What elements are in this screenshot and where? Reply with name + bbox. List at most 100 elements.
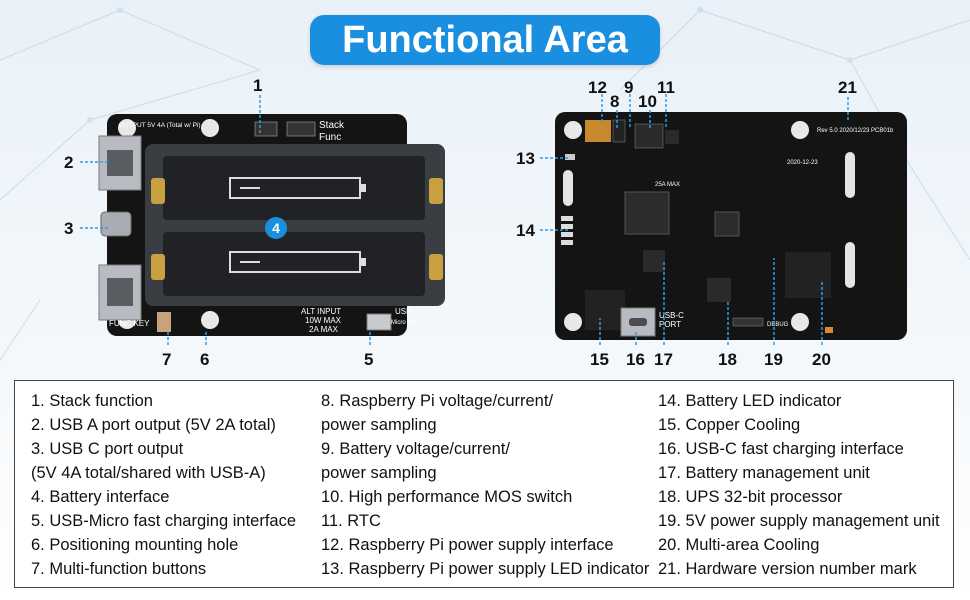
pi-power-interface bbox=[585, 120, 611, 142]
ups-processor bbox=[707, 278, 731, 302]
copper-cooling-area bbox=[585, 290, 625, 330]
callout-21: 21 bbox=[838, 78, 857, 97]
background-network-pattern bbox=[0, 7, 970, 361]
silk-output-label: OUTPUT 5V 4A (Total w/ Pi) bbox=[119, 122, 201, 129]
legend-item: 1. Stack function bbox=[31, 392, 153, 410]
mounting-hole bbox=[118, 119, 136, 137]
left-board-image: 4 OUTPUT 5V 4A (Total w/ Pi) Stack Func … bbox=[98, 114, 445, 336]
callout-lines bbox=[80, 94, 849, 345]
callout-20: 20 bbox=[812, 350, 831, 369]
battery-contact bbox=[429, 178, 443, 204]
battery-interface-marker bbox=[265, 217, 287, 239]
silk-alt-input: ALT INPUT bbox=[301, 307, 341, 316]
callout-2: 2 bbox=[64, 153, 74, 172]
legend-item: 14. Battery LED indicator bbox=[658, 392, 842, 410]
callout-17: 17 bbox=[654, 350, 673, 369]
silk-version: Rev 5.0 2020/12/23 PCB01b bbox=[817, 128, 894, 134]
legend-column-1: 1. Stack function 2. USB A port output (… bbox=[31, 389, 296, 581]
silk-usb: USB bbox=[395, 307, 411, 316]
silk-usbc: USB-C bbox=[659, 311, 684, 320]
battery-symbol-tip bbox=[360, 258, 366, 266]
legend-item: (5V 4A total/shared with USB-A) bbox=[31, 464, 266, 482]
board-slot bbox=[845, 152, 855, 198]
legend-item: 2. USB A port output (5V 2A total) bbox=[31, 416, 276, 434]
legend-item: 11. RTC bbox=[321, 512, 381, 530]
callout-8: 8 bbox=[610, 92, 620, 111]
board-slot bbox=[845, 242, 855, 288]
legend-item: 19. 5V power supply management unit bbox=[658, 512, 940, 530]
legend-item: 5. USB-Micro fast charging interface bbox=[31, 512, 297, 530]
callout-18: 18 bbox=[718, 350, 737, 369]
usb-c-slot bbox=[629, 318, 647, 326]
callout-9: 9 bbox=[624, 78, 634, 97]
callout-10: 10 bbox=[638, 92, 657, 111]
mounting-hole bbox=[201, 311, 219, 329]
func-key-button bbox=[157, 312, 171, 332]
mounting-hole bbox=[564, 121, 582, 139]
board-slot bbox=[563, 170, 573, 206]
legend-item: 6. Positioning mounting hole bbox=[31, 536, 239, 554]
battery-led bbox=[561, 232, 573, 237]
pi-power-led bbox=[565, 154, 575, 160]
callout-19: 19 bbox=[764, 350, 783, 369]
legend-item: 15. Copper Cooling bbox=[658, 416, 801, 434]
legend-item: 13. Raspberry Pi power supply LED indica… bbox=[321, 560, 650, 578]
silk-date: 2020-12-23 bbox=[787, 160, 818, 166]
callout-11: 11 bbox=[657, 78, 675, 97]
silk-micro-port: Micro Port bbox=[391, 320, 419, 326]
legend-column-3: 14. Battery LED indicator 15. Copper Coo… bbox=[658, 389, 940, 581]
usb-a-slot bbox=[107, 150, 133, 176]
legend-item: 21. Hardware version number mark bbox=[658, 560, 917, 578]
rtc-chip bbox=[665, 130, 679, 144]
legend-item: 9. Battery voltage/current/ bbox=[321, 440, 510, 458]
debug-header bbox=[732, 317, 764, 327]
mos-switch bbox=[634, 123, 664, 149]
callout-7: 7 bbox=[162, 350, 172, 369]
multi-area-cooling bbox=[785, 252, 831, 298]
callout-5: 5 bbox=[364, 350, 374, 369]
legend-item: 8. Raspberry Pi voltage/current/ bbox=[321, 392, 554, 410]
silk-func-label: Func bbox=[319, 132, 341, 143]
callout-12: 12 bbox=[588, 78, 607, 97]
micro-usb-port bbox=[366, 313, 392, 331]
mounting-hole bbox=[791, 313, 809, 331]
battery-led bbox=[561, 240, 573, 245]
silk-10w-max: 10W MAX bbox=[305, 316, 342, 325]
legend-item: 20. Multi-area Cooling bbox=[658, 536, 820, 554]
mounting-hole bbox=[791, 121, 809, 139]
inductor bbox=[624, 191, 670, 235]
inductor-small bbox=[714, 211, 740, 237]
marker-4-label: 4 bbox=[272, 220, 280, 236]
battery-contact bbox=[151, 178, 165, 204]
legend-item: 10. High performance MOS switch bbox=[321, 488, 573, 506]
battery-led bbox=[561, 216, 573, 221]
battery-led bbox=[561, 224, 573, 229]
legend-box: 1. Stack function 2. USB A port output (… bbox=[14, 380, 954, 588]
mounting-hole bbox=[201, 119, 219, 137]
callout-3: 3 bbox=[64, 219, 74, 238]
callout-15: 15 bbox=[590, 350, 609, 369]
battery-management-unit bbox=[643, 250, 665, 272]
callout-6: 6 bbox=[200, 350, 210, 369]
silk-func-key: FUNC KEY bbox=[109, 319, 150, 328]
legend-item: power sampling bbox=[321, 464, 437, 482]
legend-item: 18. UPS 32-bit processor bbox=[658, 488, 843, 506]
silk-25a-max: 25A MAX bbox=[655, 182, 680, 188]
legend-item: 4. Battery interface bbox=[31, 488, 170, 506]
legend-item: 17. Battery management unit bbox=[658, 464, 870, 482]
battery-slot-1 bbox=[163, 156, 425, 220]
legend-item: 3. USB C port output bbox=[31, 440, 184, 458]
battery-contact bbox=[151, 254, 165, 280]
callout-1: 1 bbox=[253, 76, 263, 95]
callout-13: 13 bbox=[516, 149, 535, 168]
legend-item: 16. USB-C fast charging interface bbox=[658, 440, 904, 458]
usb-c-port bbox=[100, 211, 132, 237]
usb-a-slot bbox=[107, 278, 133, 306]
battery-slot-2 bbox=[163, 232, 425, 296]
silk-port: PORT bbox=[659, 320, 681, 329]
mounting-hole bbox=[564, 313, 582, 331]
legend-item: 7. Multi-function buttons bbox=[31, 560, 207, 578]
right-board-image: Rev 5.0 2020/12/23 PCB01b 2020-12-23 25A… bbox=[555, 112, 907, 340]
silk-stack-label: Stack bbox=[319, 120, 345, 131]
battery-contact bbox=[429, 254, 443, 280]
